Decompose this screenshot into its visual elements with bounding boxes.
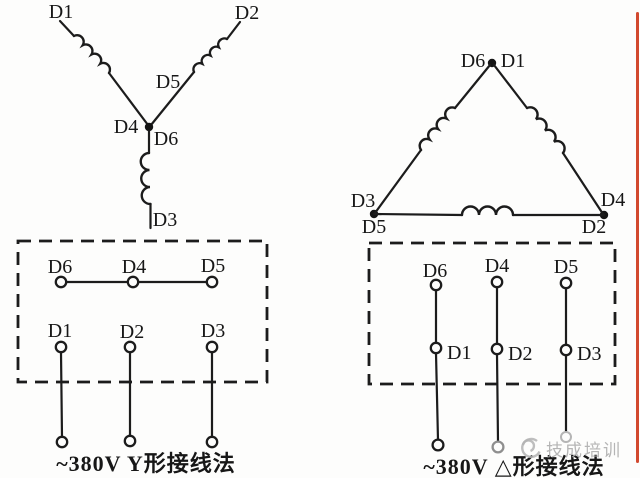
star-box-label-d1: D1 xyxy=(48,320,72,342)
terminal-stud xyxy=(205,275,219,289)
star-arm-phase2 xyxy=(149,70,196,127)
delta-box-label-d3: D3 xyxy=(577,343,601,365)
delta-box-label-d4: D4 xyxy=(485,255,509,277)
delta-label-d1: D1 xyxy=(501,50,525,72)
star-label-d3: D3 xyxy=(153,209,177,231)
star-box-label-d3: D3 xyxy=(201,320,225,342)
supply-terminal xyxy=(560,431,572,443)
terminal-stud xyxy=(205,340,219,354)
star-box-label-d4: D4 xyxy=(122,256,146,278)
delta-label-d4: D4 xyxy=(601,189,625,211)
star-label-d5: D5 xyxy=(156,71,180,93)
terminal-stud xyxy=(123,340,137,354)
delta-terminal-box-outline xyxy=(367,241,617,386)
supply-terminal xyxy=(123,434,137,448)
star-label-d6: D6 xyxy=(154,128,178,150)
delta-box-label-d2: D2 xyxy=(508,343,532,365)
jicheng-logo-icon xyxy=(521,437,541,459)
star-terminal-box-outline xyxy=(16,239,269,384)
star-label-d4: D4 xyxy=(114,116,138,138)
star-coil-phase1 xyxy=(72,34,112,75)
star-label-d2: D2 xyxy=(235,2,259,24)
supply-lead-wire xyxy=(59,351,64,439)
delta-coil-left xyxy=(418,106,457,152)
delta-terminal-box: D6 D4 D5 D1 D2 D3 ~380V △形接线法 xyxy=(367,241,617,478)
delta-box-label-d1: D1 xyxy=(447,342,471,364)
star-neutral-node xyxy=(144,122,154,132)
supply-lead-wire xyxy=(495,353,500,443)
terminal-stud xyxy=(559,276,573,290)
delta-winding-diagram: D6 D1 D3 D5 D4 D2 xyxy=(351,50,625,238)
delta-label-d2: D2 xyxy=(582,216,606,238)
terminal-stud xyxy=(54,275,68,289)
delta-side-left-lower xyxy=(373,148,423,215)
delta-side-right-upper xyxy=(492,63,529,110)
star-coil-phase2 xyxy=(192,37,229,74)
terminal-stud xyxy=(429,341,443,355)
delta-side-left-upper xyxy=(453,63,492,110)
delta-bottom-left-segment xyxy=(372,212,464,217)
delta-side-right-lower xyxy=(561,151,605,216)
delta-box-label-d6: D6 xyxy=(423,260,447,282)
supply-terminal xyxy=(55,435,69,449)
terminal-stud xyxy=(54,340,68,354)
star-winding-diagram: D1 D2 D5 D4 D6 D3 xyxy=(49,1,259,231)
terminal-stud xyxy=(490,342,504,356)
star-lead-d1 xyxy=(58,19,76,38)
star-terminal-box: D6 D4 D5 D1 D2 D3 ~380V Y形接线法 xyxy=(16,239,269,476)
delta-label-d3: D3 xyxy=(351,190,375,212)
terminal-stud xyxy=(559,343,573,357)
terminal-stud xyxy=(490,275,504,289)
red-edge-line xyxy=(636,12,639,463)
delta-coil-right xyxy=(525,106,566,155)
delta-label-d5: D5 xyxy=(362,216,386,238)
supply-terminal xyxy=(491,440,505,454)
jicheng-logo-icon xyxy=(521,439,536,453)
watermark-text: 技成培训 xyxy=(546,441,622,460)
terminal-stud xyxy=(429,278,443,292)
supply-terminal xyxy=(431,438,445,452)
supply-lead-wire xyxy=(434,352,440,442)
delta-caption: ~380V △形接线法 xyxy=(423,454,604,478)
star-box-label-d6: D6 xyxy=(48,256,72,278)
delta-label-d6: D6 xyxy=(461,50,485,72)
star-label-d1: D1 xyxy=(49,1,73,23)
star-coil-phase3 xyxy=(139,151,152,206)
star-arm-phase1 xyxy=(107,71,150,127)
star-box-label-d2: D2 xyxy=(120,321,144,343)
star-lead-d2 xyxy=(225,20,242,41)
delta-box-label-d5: D5 xyxy=(554,256,578,278)
delta-coil-bottom xyxy=(460,205,515,217)
terminal-stud xyxy=(126,275,140,289)
star-box-label-d5: D5 xyxy=(201,255,225,277)
star-caption: ~380V Y形接线法 xyxy=(56,451,236,476)
watermark: 技成培训 xyxy=(521,437,622,460)
supply-terminal xyxy=(205,435,219,449)
